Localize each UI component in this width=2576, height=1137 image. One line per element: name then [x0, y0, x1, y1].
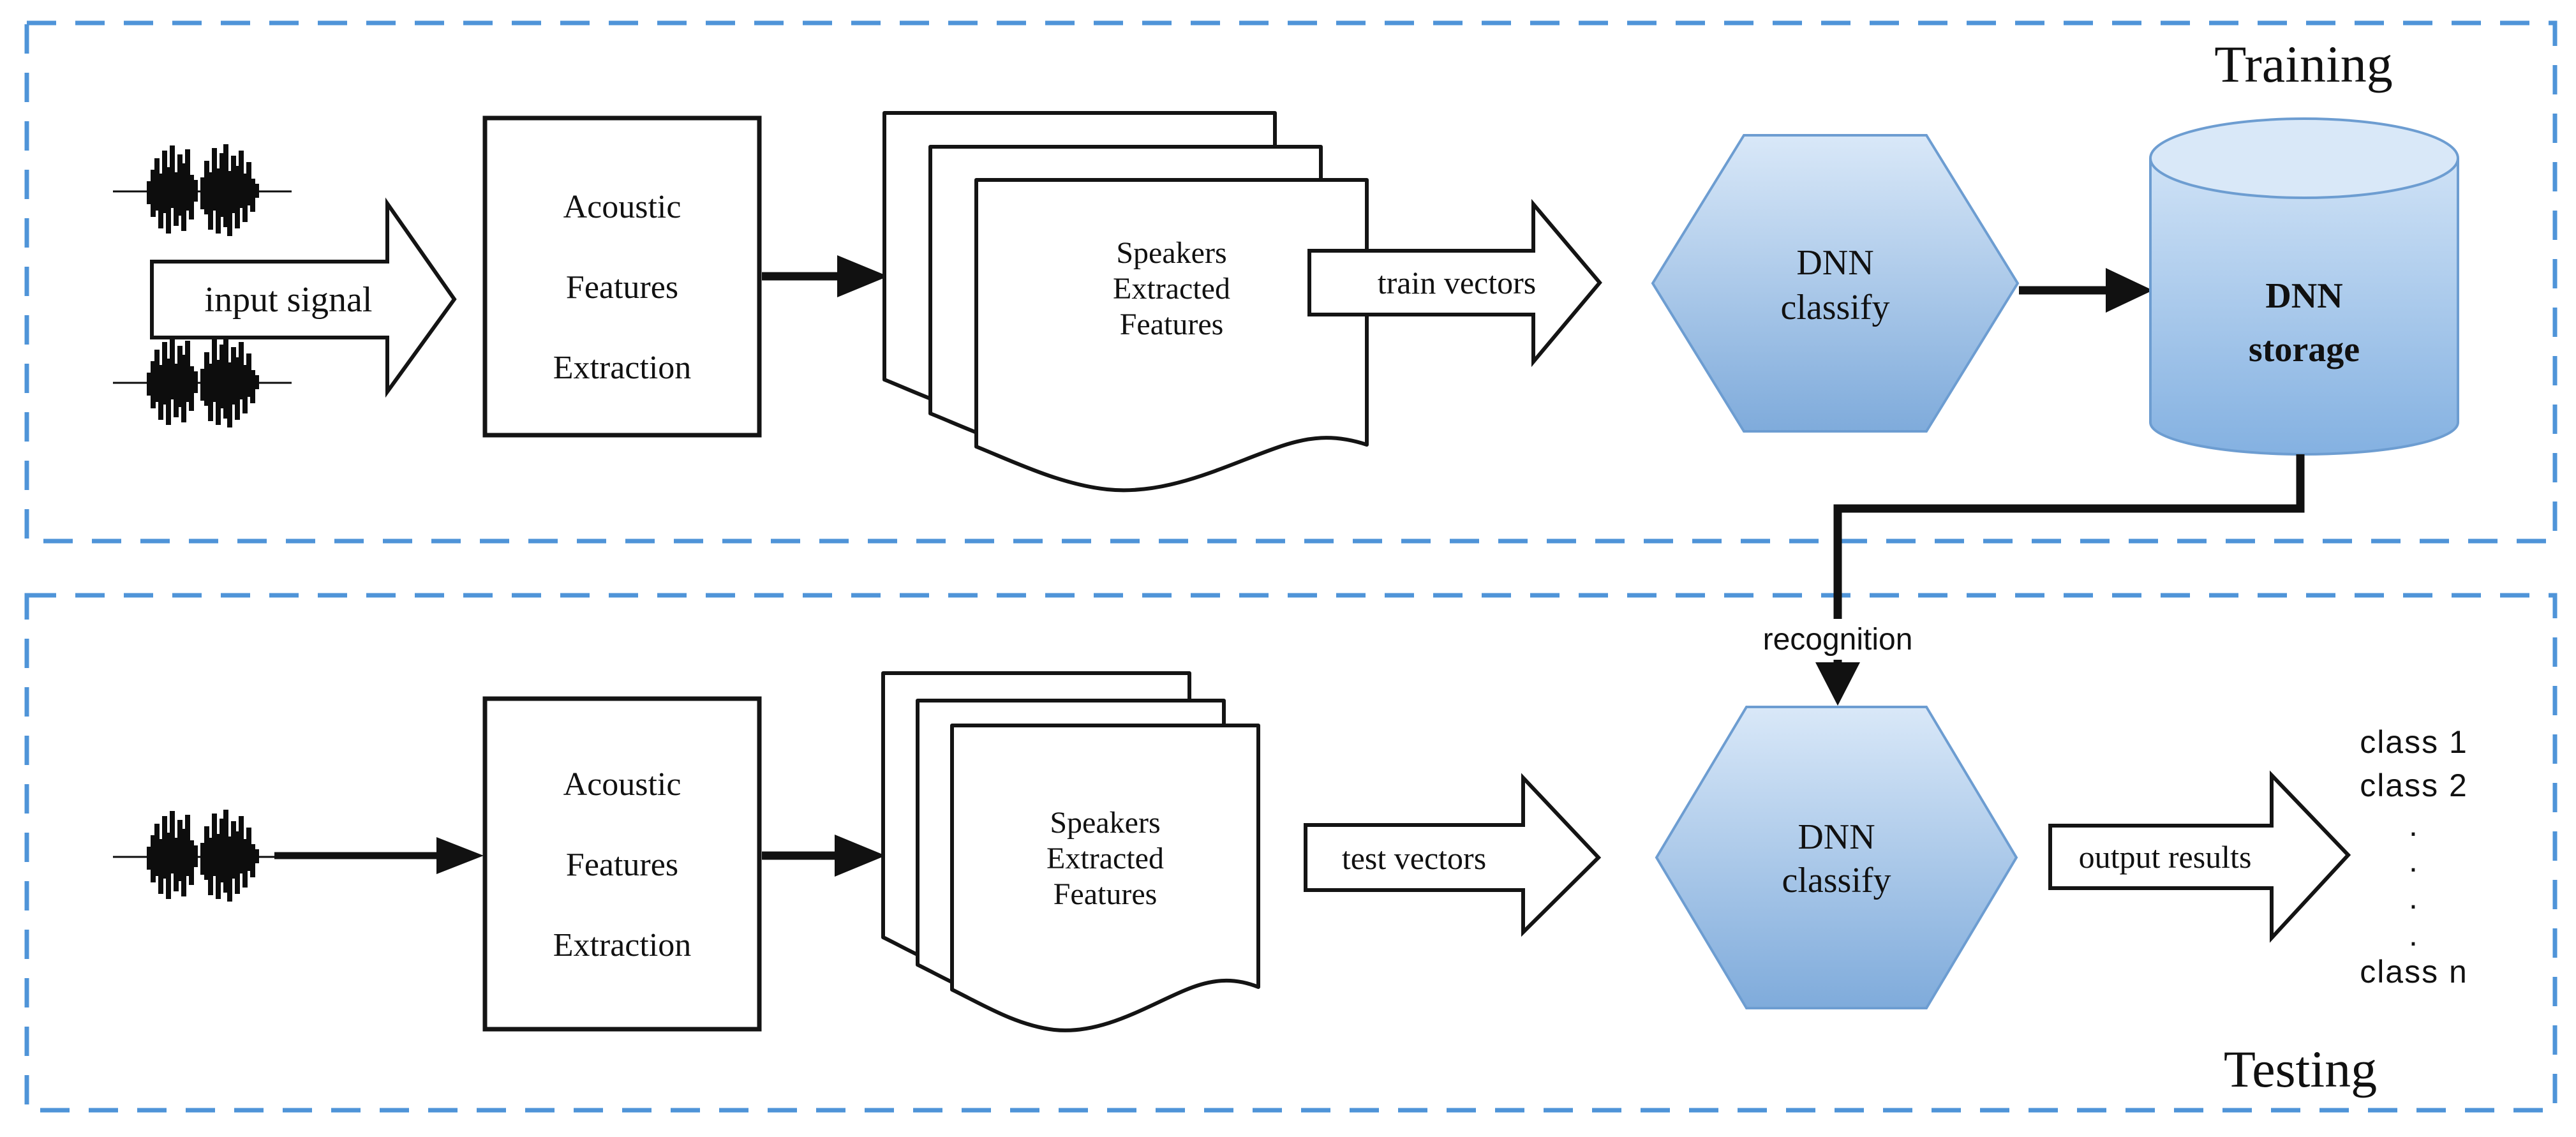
- doc-line: Speakers: [1050, 806, 1160, 840]
- recognition-label: recognition: [1763, 623, 1913, 657]
- acoustic-features-line: Extraction: [553, 927, 692, 963]
- training-section-label: Training: [2214, 35, 2392, 93]
- dnn-classify-hexagon: [1651, 134, 2020, 433]
- features-to-docs-arrowhead: [837, 255, 888, 297]
- acoustic-features-line: Acoustic: [563, 189, 681, 225]
- output-results-arrow: [2048, 770, 2351, 943]
- class-list: class 1 class 2 . . . . class n: [2360, 724, 2468, 990]
- test-vectors-arrow: [1304, 773, 1602, 937]
- doc-line: Features: [1120, 308, 1224, 341]
- input-signal-label: input signal: [205, 280, 373, 320]
- dnn-classify-label: DNN: [1798, 817, 1875, 857]
- test-vectors-label: test vectors: [1342, 840, 1486, 876]
- speakers-extracted-docs: Speakers Extracted Features: [882, 111, 1369, 493]
- recognition-arrowhead: [1815, 662, 1860, 706]
- recognition-label-bg: [1746, 619, 1929, 660]
- speech-waveform-icon: [113, 144, 292, 236]
- class-list-item: .: [2409, 807, 2419, 843]
- class-list-item: .: [2409, 843, 2419, 879]
- dnn-storage-label: storage: [2249, 330, 2360, 369]
- input-signal-arrow: [150, 197, 457, 398]
- dnn-classify-label: DNN: [1796, 243, 1873, 283]
- testing-section-label: Testing: [2224, 1040, 2377, 1098]
- acoustic-features-line: Features: [566, 269, 678, 306]
- speakers-extracted-docs: Speakers Extracted Features: [881, 671, 1260, 1032]
- speech-waveform-icon: [113, 336, 292, 427]
- acoustic-features-box: [482, 696, 762, 1032]
- class-list-item: class 1: [2360, 724, 2468, 760]
- recognition-connector: [1833, 454, 2305, 664]
- speech-waveform-icon: [113, 810, 292, 902]
- class-list-item: .: [2409, 880, 2419, 916]
- doc-line: Extracted: [1046, 842, 1164, 875]
- dnn-storage-label: DNN: [2265, 276, 2342, 316]
- dnn-storage-cylinder: DNN storage: [2149, 117, 2459, 456]
- acoustic-features-line: Features: [566, 847, 678, 883]
- doc-page: [950, 724, 1260, 1032]
- cylinder-top: [2149, 117, 2459, 199]
- acoustic-features-box: [482, 115, 762, 438]
- doc-line: Features: [1053, 877, 1158, 911]
- doc-line: Extracted: [1113, 272, 1230, 306]
- train-vectors-arrow: [1307, 198, 1602, 368]
- train-vectors-label: train vectors: [1378, 265, 1537, 301]
- features-to-docs-arrowhead: [835, 835, 886, 877]
- dnn-classify-hexagon: [1655, 706, 2018, 1009]
- class-list-item: .: [2409, 917, 2419, 953]
- acoustic-features-line: Acoustic: [563, 766, 681, 803]
- dnn-classify-label: classify: [1780, 288, 1889, 327]
- testing-input-arrowhead: [436, 837, 484, 874]
- output-results-label: output results: [2079, 839, 2252, 875]
- classify-to-storage-arrowhead: [2106, 268, 2153, 313]
- doc-line: Speakers: [1116, 236, 1226, 270]
- testing-section-frame: [24, 593, 2557, 1113]
- class-list-item: class n: [2360, 954, 2468, 990]
- acoustic-features-line: Extraction: [553, 350, 692, 386]
- cylinder-body: [2149, 158, 2459, 456]
- class-list-item: class 2: [2360, 768, 2468, 803]
- dnn-classify-label: classify: [1782, 861, 1891, 900]
- doc-page: [974, 178, 1369, 493]
- training-section-frame: [24, 20, 2557, 544]
